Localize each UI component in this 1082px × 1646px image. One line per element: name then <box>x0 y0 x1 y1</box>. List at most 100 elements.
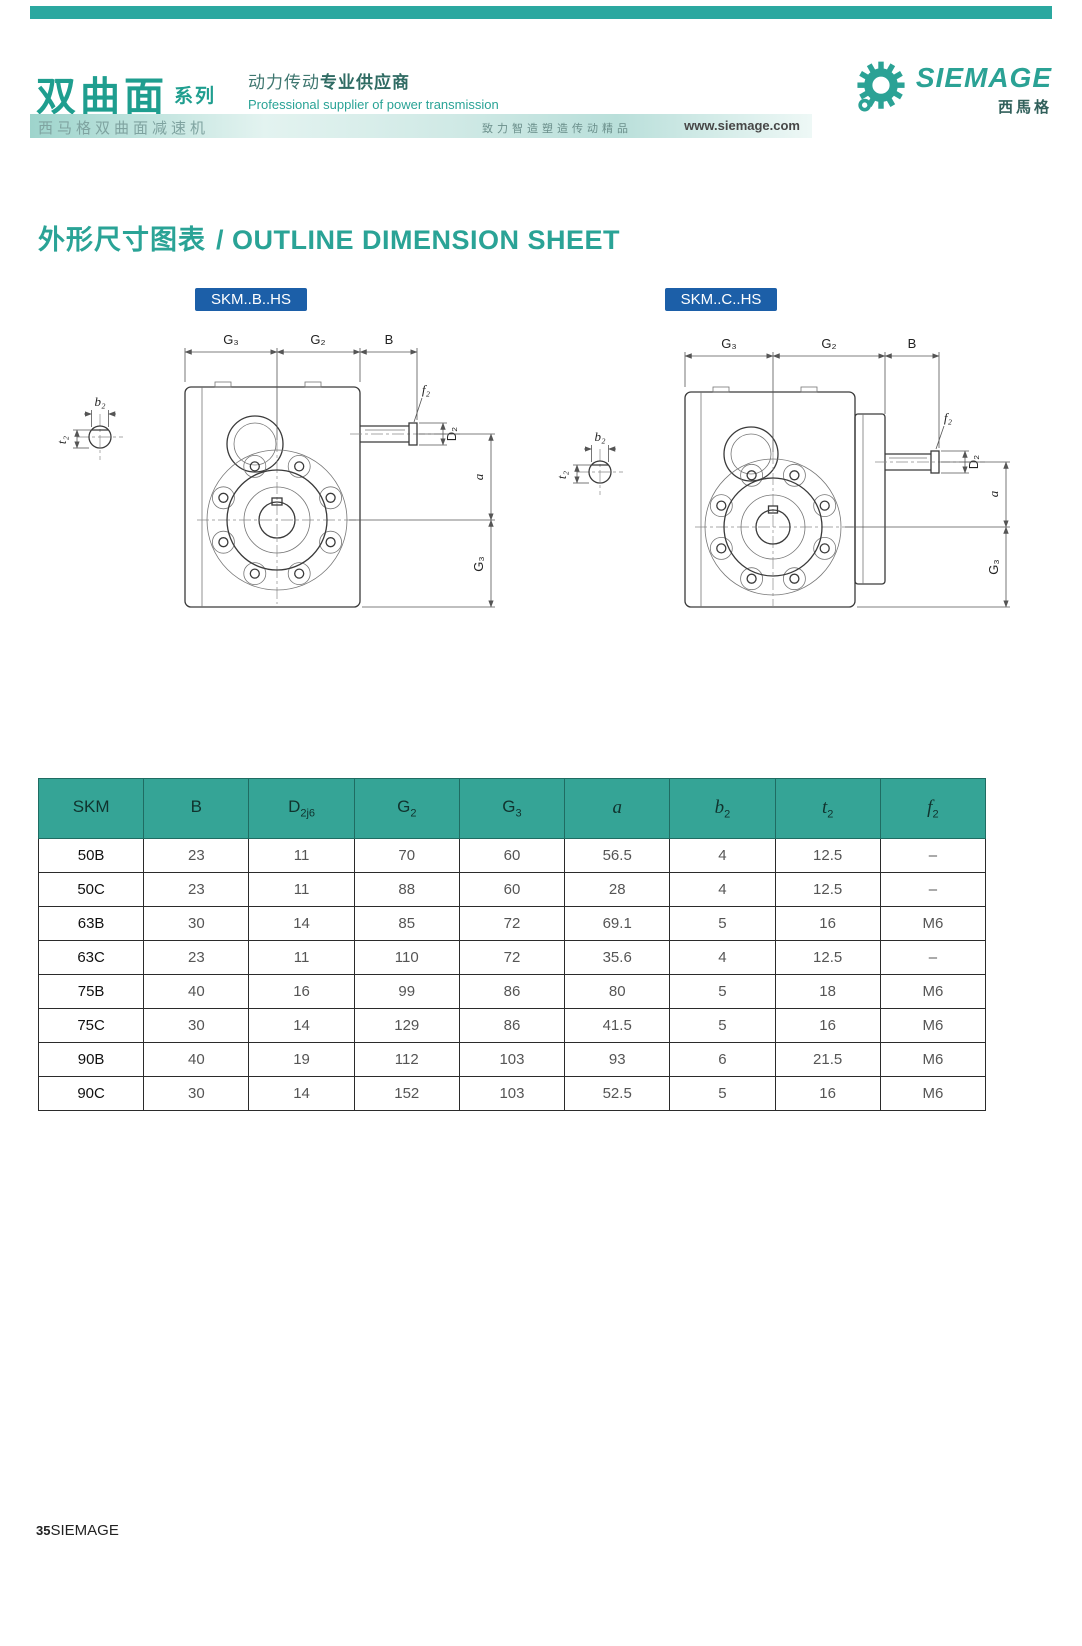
dim-label-g2-top: G₂ <box>821 336 836 351</box>
cell: 129 <box>353 1008 460 1043</box>
cell: 11 <box>248 940 355 975</box>
cell: 16 <box>774 906 881 941</box>
cell: 72 <box>458 906 566 941</box>
dim-label-b2: b₂ <box>94 394 106 409</box>
cell: 69.1 <box>564 906 671 941</box>
shaft-end-dimensions: f₂ D₂ <box>935 410 981 474</box>
cell: 56.5 <box>564 838 671 873</box>
table-row: 75C 30 14 129 86 41.5 5 16 M6 <box>37 1008 987 1043</box>
series-title-cn: 双曲面 <box>36 75 168 119</box>
supplier-tagline: 动力传动专业供应商 Professional supplier of power… <box>248 68 499 112</box>
gearbox-body <box>684 386 886 608</box>
output-flange <box>695 452 853 607</box>
table-row: 63C 23 11 110 72 35.6 4 12.5 – <box>37 940 987 975</box>
table-row: 50C 23 11 88 60 28 4 12.5 – <box>37 872 987 907</box>
top-dimensions: G₃ G₂ B <box>684 336 940 452</box>
cell: M6 <box>879 906 987 941</box>
model-cell: 90B <box>37 1042 145 1077</box>
cell: 16 <box>774 1008 881 1043</box>
cell: 93 <box>564 1042 671 1077</box>
outline-drawing-skm-b-hs: b₂ t₂ <box>55 332 495 608</box>
cell: 40 <box>143 1042 250 1077</box>
cell: 103 <box>458 1042 566 1077</box>
col-header-g3: G3 <box>458 778 566 839</box>
website-link[interactable]: www.siemage.com <box>684 118 800 133</box>
model-cell: 50B <box>37 838 145 873</box>
col-header-b2: b2 <box>669 778 776 839</box>
dim-label-f2: f₂ <box>422 382 431 397</box>
cell: 4 <box>669 872 776 907</box>
table-row: 63B 30 14 85 72 69.1 5 16 M6 <box>37 906 987 941</box>
cell: M6 <box>879 1008 987 1043</box>
table-row: 90C 30 14 152 103 52.5 5 16 M6 <box>37 1076 987 1111</box>
diagram-label-skm-b-hs: SKM..B..HS <box>195 288 307 311</box>
cell: 5 <box>669 974 776 1009</box>
cell: 16 <box>248 974 355 1009</box>
cell: 16 <box>774 1076 881 1111</box>
cell: M6 <box>879 974 987 1009</box>
cell: 5 <box>669 906 776 941</box>
col-header-g2: G2 <box>353 778 460 839</box>
col-header-t2: t2 <box>774 778 881 839</box>
cell: 6 <box>669 1042 776 1077</box>
cell: – <box>879 940 987 975</box>
dim-label-t2: t₂ <box>55 435 69 444</box>
cell: 52.5 <box>564 1076 671 1111</box>
cell: M6 <box>879 1042 987 1077</box>
brand-logo: SIEMAGE 西馬格 <box>852 58 1052 117</box>
dim-label-t2: t₂ <box>555 470 569 479</box>
gearbox-body <box>184 381 361 608</box>
dim-label-g3-top: G₃ <box>721 336 736 351</box>
col-header-skm: SKM <box>37 778 145 839</box>
model-cell: 63B <box>37 906 145 941</box>
series-title: 双曲面系列 <box>36 64 216 122</box>
diagram-skm-b-hs: SKM..B..HS b₂ t₂ <box>55 288 525 660</box>
diagram-label-skm-c-hs: SKM..C..HS <box>665 288 777 311</box>
cell: M6 <box>879 1076 987 1111</box>
shaft-end-dimensions: f₂ D₂ <box>413 382 459 446</box>
model-cell: 75B <box>37 974 145 1009</box>
cell: 23 <box>143 872 250 907</box>
table-row: 50B 23 11 70 60 56.5 4 12.5 – <box>37 838 987 873</box>
cell: 103 <box>458 1076 566 1111</box>
cell: 12.5 <box>774 838 881 873</box>
side-dimensions: a G₃ <box>349 433 495 608</box>
model-cell: 63C <box>37 940 145 975</box>
cell: 86 <box>458 974 566 1009</box>
cell: 152 <box>353 1076 460 1111</box>
banner-slogan: 致力智造塑造传动精品 <box>482 123 632 135</box>
cell: 4 <box>669 940 776 975</box>
dim-label-b-top: B <box>908 336 917 351</box>
dim-label-b-top: B <box>385 332 394 347</box>
cell: 12.5 <box>774 940 881 975</box>
cell: 86 <box>458 1008 566 1043</box>
section-title-en: / OUTLINE DIMENSION SHEET <box>216 225 621 255</box>
cell: – <box>879 872 987 907</box>
section-title-cn: 外形尺寸图表 <box>38 225 206 255</box>
table-row: 75B 40 16 99 86 80 5 18 M6 <box>37 974 987 1009</box>
supplier-tagline-en: Professional supplier of power transmiss… <box>248 97 499 112</box>
col-header-a: a <box>564 778 671 839</box>
output-flange <box>197 440 357 604</box>
col-header-b: B <box>143 778 250 839</box>
cell: 41.5 <box>564 1008 671 1043</box>
cell: 5 <box>669 1008 776 1043</box>
cell: – <box>879 838 987 873</box>
cell: 5 <box>669 1076 776 1111</box>
cell: 4 <box>669 838 776 873</box>
supplier-cn-bold: 专业供应商 <box>320 73 410 92</box>
cell: 11 <box>248 872 355 907</box>
cell: 23 <box>143 838 250 873</box>
cell: 70 <box>353 838 460 873</box>
page-footer: 35SIEMAGE <box>36 1522 119 1539</box>
cell: 23 <box>143 940 250 975</box>
col-header-d2j6: D2j6 <box>248 778 355 839</box>
top-accent-bar <box>30 6 1052 19</box>
gear-icon <box>857 61 905 112</box>
cell: 112 <box>353 1042 460 1077</box>
cell: 30 <box>143 1008 250 1043</box>
cell: 88 <box>353 872 460 907</box>
section-title: 外形尺寸图表 / OUTLINE DIMENSION SHEET <box>38 218 620 257</box>
dim-label-g3-side: G₃ <box>471 556 486 571</box>
